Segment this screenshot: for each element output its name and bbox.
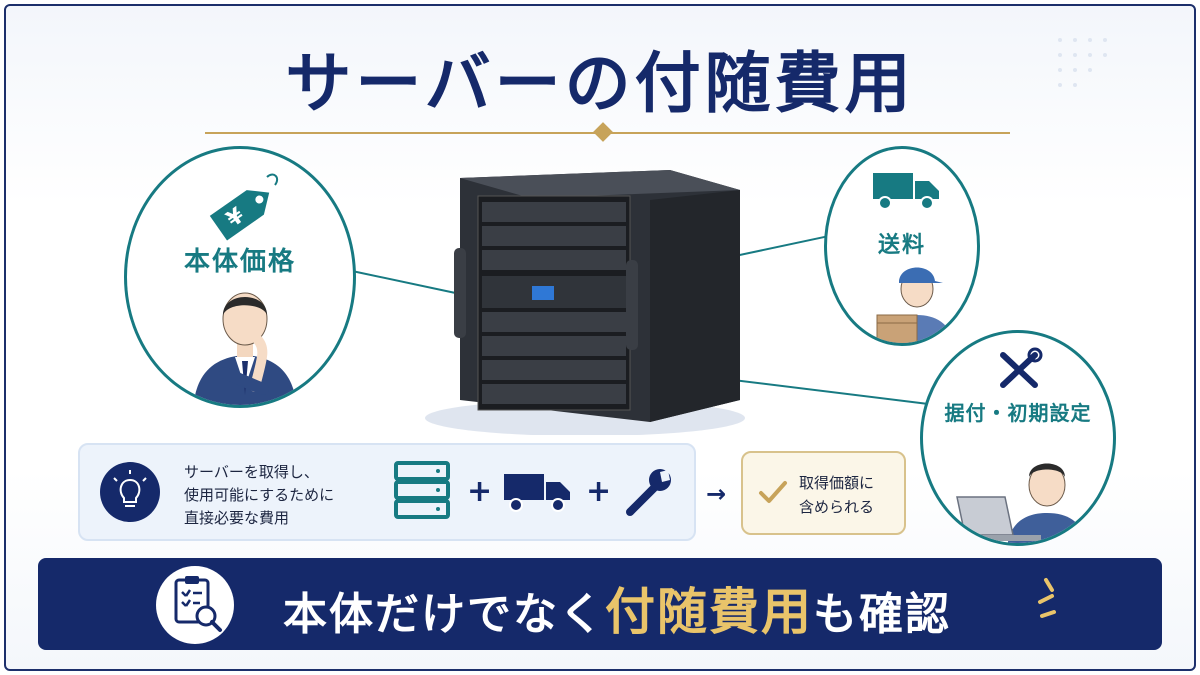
- tools-icon: [1000, 347, 1043, 388]
- result-line: 含められる: [799, 498, 875, 516]
- definition-box: サーバーを取得し、 使用可能にするために 直接必要な費用: [78, 443, 696, 541]
- result-text: 取得価額に 含められる: [799, 471, 899, 519]
- clipboard-search-icon: [156, 566, 234, 644]
- banner-message: 本体だけでなく付随費用も確認: [283, 572, 951, 644]
- item-price-circle: ¥ 本体価格: [124, 146, 356, 408]
- definition-line: 使用可能にするために: [184, 486, 335, 504]
- delivery-truck-icon: [873, 173, 939, 210]
- item-shipping-circle: 送料: [824, 146, 980, 346]
- delivery-worker-illustration: [876, 267, 955, 343]
- yen-price-tag-icon: ¥: [209, 173, 279, 241]
- plus-sign: +: [586, 474, 612, 509]
- item-shipping-label: 送料: [877, 233, 926, 258]
- emphasis-sparkle-icon: [1038, 578, 1056, 618]
- result-line: 取得価額に: [799, 474, 875, 492]
- definition-text: サーバーを取得し、 使用可能にするために 直接必要な費用: [184, 461, 384, 530]
- banner-text-after: も確認: [813, 589, 951, 640]
- result-box: 取得価額に 含められる: [741, 451, 906, 535]
- truck-icon: [504, 474, 570, 512]
- server-icon: [394, 461, 450, 519]
- wrench-icon: [626, 469, 671, 516]
- definition-line: 直接必要な費用: [184, 509, 290, 527]
- businessman-illustration: [193, 292, 297, 405]
- item-setup-label: 据付・初期設定: [944, 401, 1092, 425]
- plus-sign: +: [467, 474, 493, 509]
- lightbulb-icon: [100, 462, 160, 522]
- bottom-banner: 本体だけでなく付随費用も確認: [38, 558, 1162, 650]
- technician-laptop-illustration: [956, 463, 1087, 543]
- item-setup-circle: 据付・初期設定: [920, 330, 1116, 546]
- page-title: サーバーの付随費用: [285, 45, 915, 122]
- checkmark-icon: [759, 481, 787, 503]
- arrow-icon: →: [706, 480, 727, 508]
- banner-text-before: 本体だけでなく: [283, 589, 605, 640]
- item-price-label: 本体価格: [183, 247, 296, 277]
- server-rack-illustration: [420, 160, 750, 436]
- banner-text-highlight: 付随費用: [605, 583, 813, 641]
- definition-line: サーバーを取得し、: [184, 463, 319, 481]
- decorative-dots: [1058, 38, 1107, 87]
